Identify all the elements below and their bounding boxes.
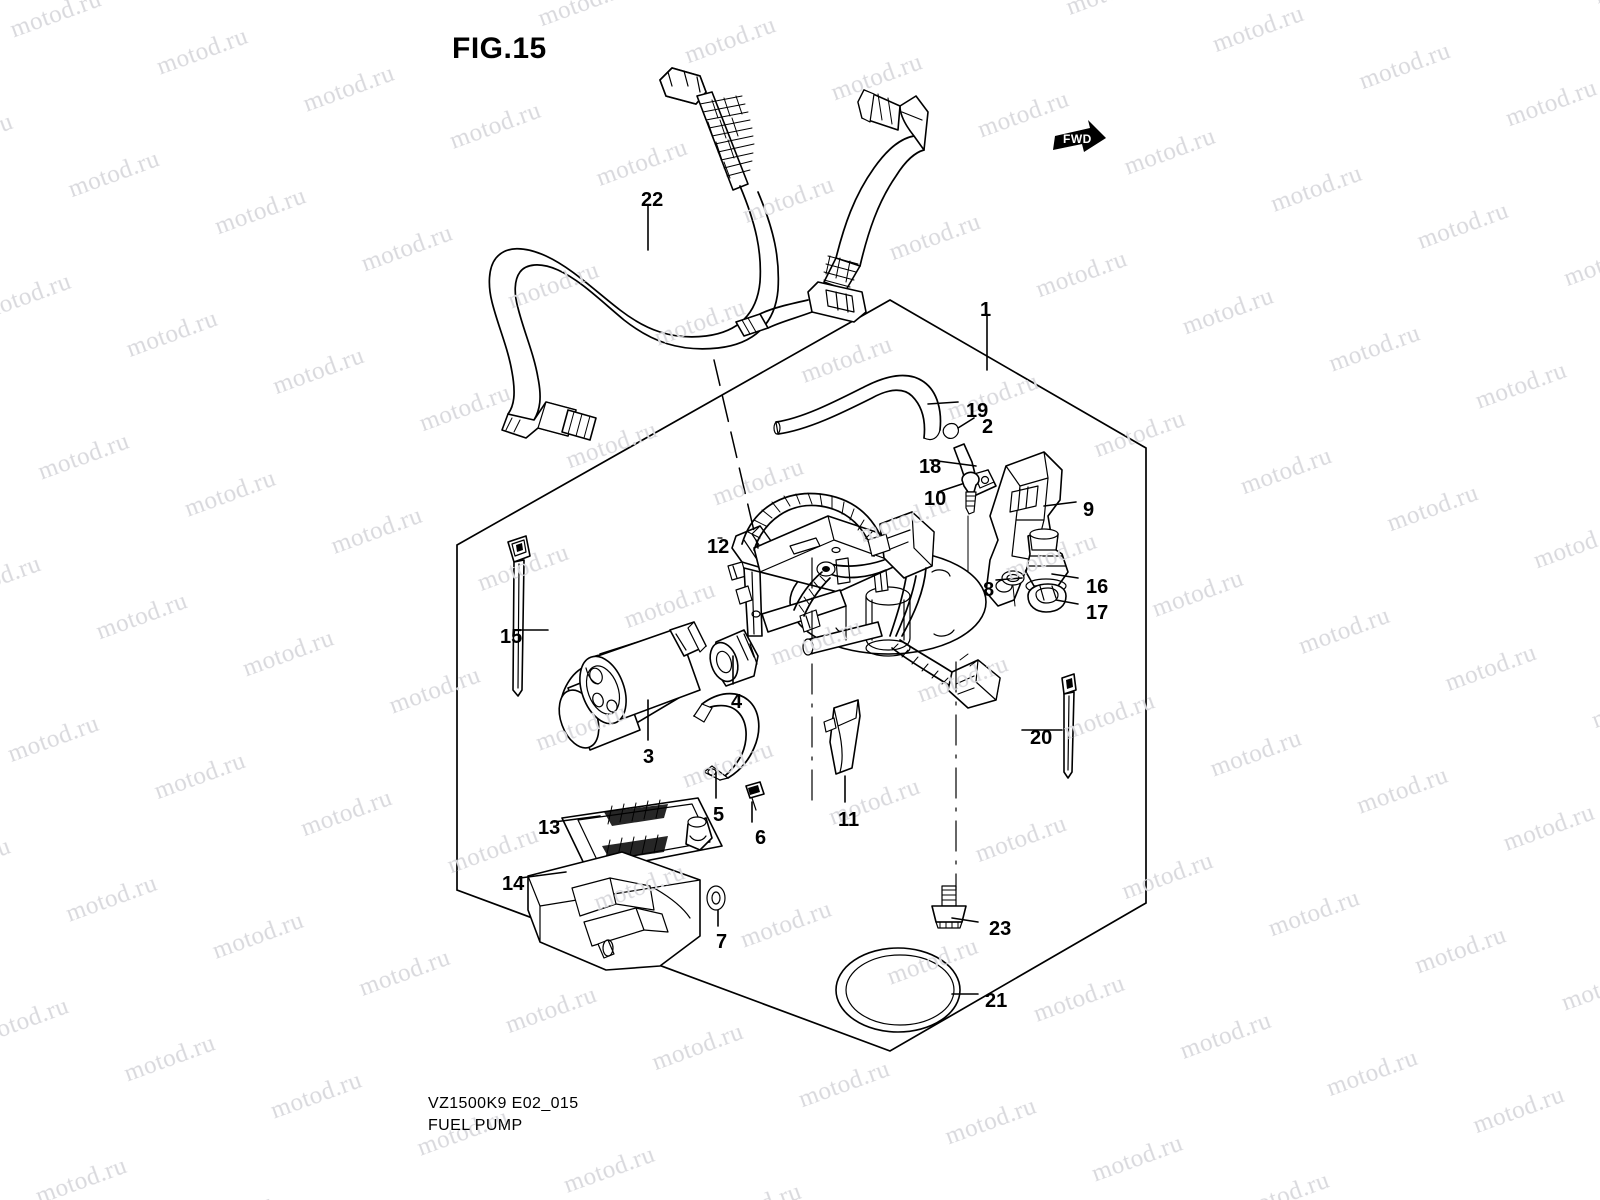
- part-15-cable-tie-long: [507, 535, 531, 697]
- part-6-screw: [745, 781, 765, 811]
- assembly-name-caption: FUEL PUMP: [428, 1117, 523, 1134]
- part-19-breather-hose: [773, 374, 942, 441]
- callout-13: 13: [538, 817, 561, 839]
- callout-20: 20: [1030, 727, 1053, 749]
- callout-12: 12: [707, 536, 730, 558]
- callout-8: 8: [983, 579, 995, 601]
- callout-5: 5: [713, 804, 725, 826]
- callout-19: 19: [966, 400, 989, 422]
- fwd-label: FWD: [1063, 132, 1092, 146]
- part-23-bolt: [931, 885, 967, 929]
- model-code-caption: VZ1500K9 E02_015: [428, 1095, 579, 1112]
- callout-14: 14: [502, 873, 525, 895]
- part-11-wedge-clip: [823, 699, 861, 775]
- callout-1: 1: [980, 299, 992, 321]
- part-7-o-ring-small: [706, 885, 726, 911]
- part-14-filter-case: [527, 851, 701, 971]
- part-4-pump-cushion: [709, 629, 759, 687]
- callout-17: 17: [1086, 602, 1109, 624]
- part-21-o-ring-large: [835, 947, 961, 1033]
- part-17-retainer-clip: [1027, 583, 1067, 613]
- callout-9: 9: [1083, 499, 1095, 521]
- callout-22: 22: [641, 189, 664, 211]
- callout-11: 11: [838, 809, 860, 831]
- callout-23: 23: [989, 918, 1012, 940]
- callout-3: 3: [643, 746, 655, 768]
- part-2-clip: [942, 422, 959, 439]
- callout-10: 10: [924, 488, 947, 510]
- callout-15: 15: [500, 626, 523, 648]
- callout-16: 16: [1086, 576, 1109, 598]
- figure-title: FIG.15: [452, 32, 547, 65]
- part-20-cable-tie-short: [1061, 673, 1077, 779]
- part-3-fuel-pump-motor: [558, 621, 707, 751]
- callout-7: 7: [716, 931, 728, 953]
- part-22-fuel-delivery-hose: [488, 67, 929, 441]
- callout-4: 4: [731, 691, 743, 713]
- callout-18: 18: [919, 456, 942, 478]
- callout-6: 6: [755, 827, 767, 849]
- callout-21: 21: [985, 990, 1008, 1012]
- part-5-pump-bracket-clamp: [693, 692, 760, 781]
